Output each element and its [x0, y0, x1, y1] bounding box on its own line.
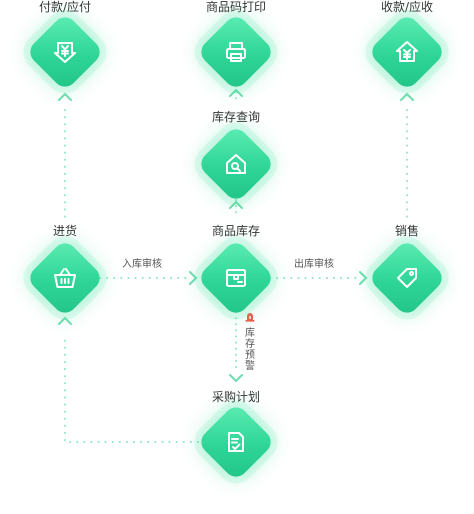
node-label-barcode-print: 商品码打印 [205, 0, 267, 14]
arrow-right-to-inventory [189, 271, 198, 285]
node-label-purchase: 进货 [52, 224, 78, 238]
arrow-right-to-sales [359, 271, 368, 285]
node-payment[interactable] [25, 12, 105, 92]
node-label-purchase-plan: 采购计划 [211, 390, 261, 404]
node-label-payment: 付款/应付 [38, 0, 92, 14]
node-purchase[interactable] [25, 238, 105, 318]
node-collection[interactable] [367, 12, 447, 92]
arrow-up-to-print [229, 88, 243, 97]
box-icon [226, 269, 246, 287]
edge-label-outbound-review: 出库审核 [294, 259, 334, 270]
edge-label-inbound-review: 入库审核 [122, 259, 162, 270]
yuan-up-icon [396, 41, 418, 62]
node-label-collection: 收款/应收 [380, 0, 434, 14]
edge-label-stock-warning: 库存预警 [245, 328, 255, 372]
arrow-up-to-purchase [58, 316, 72, 325]
node-sales[interactable] [367, 238, 447, 318]
node-label-sales: 销售 [394, 224, 420, 238]
node-inventory[interactable] [196, 238, 276, 318]
alarm-icon [245, 313, 255, 322]
connector-plan-to-purchase [64, 335, 199, 443]
basket-icon [54, 268, 76, 288]
node-label-inventory: 商品库存 [211, 224, 261, 238]
node-purchase-plan[interactable] [196, 402, 276, 482]
price-tag-icon [397, 268, 417, 288]
printer-icon [226, 42, 246, 62]
house-search-icon [226, 154, 246, 174]
arrow-up-to-query [229, 200, 243, 209]
arrow-down-to-plan [229, 374, 243, 383]
node-stock-query[interactable] [196, 124, 276, 204]
arrow-up-to-payment [58, 92, 72, 101]
checklist-icon [228, 432, 244, 452]
arrow-up-to-collection [400, 92, 414, 101]
node-barcode-print[interactable] [196, 12, 276, 92]
node-label-stock-query: 库存查询 [211, 110, 261, 124]
yuan-down-icon [54, 42, 76, 63]
